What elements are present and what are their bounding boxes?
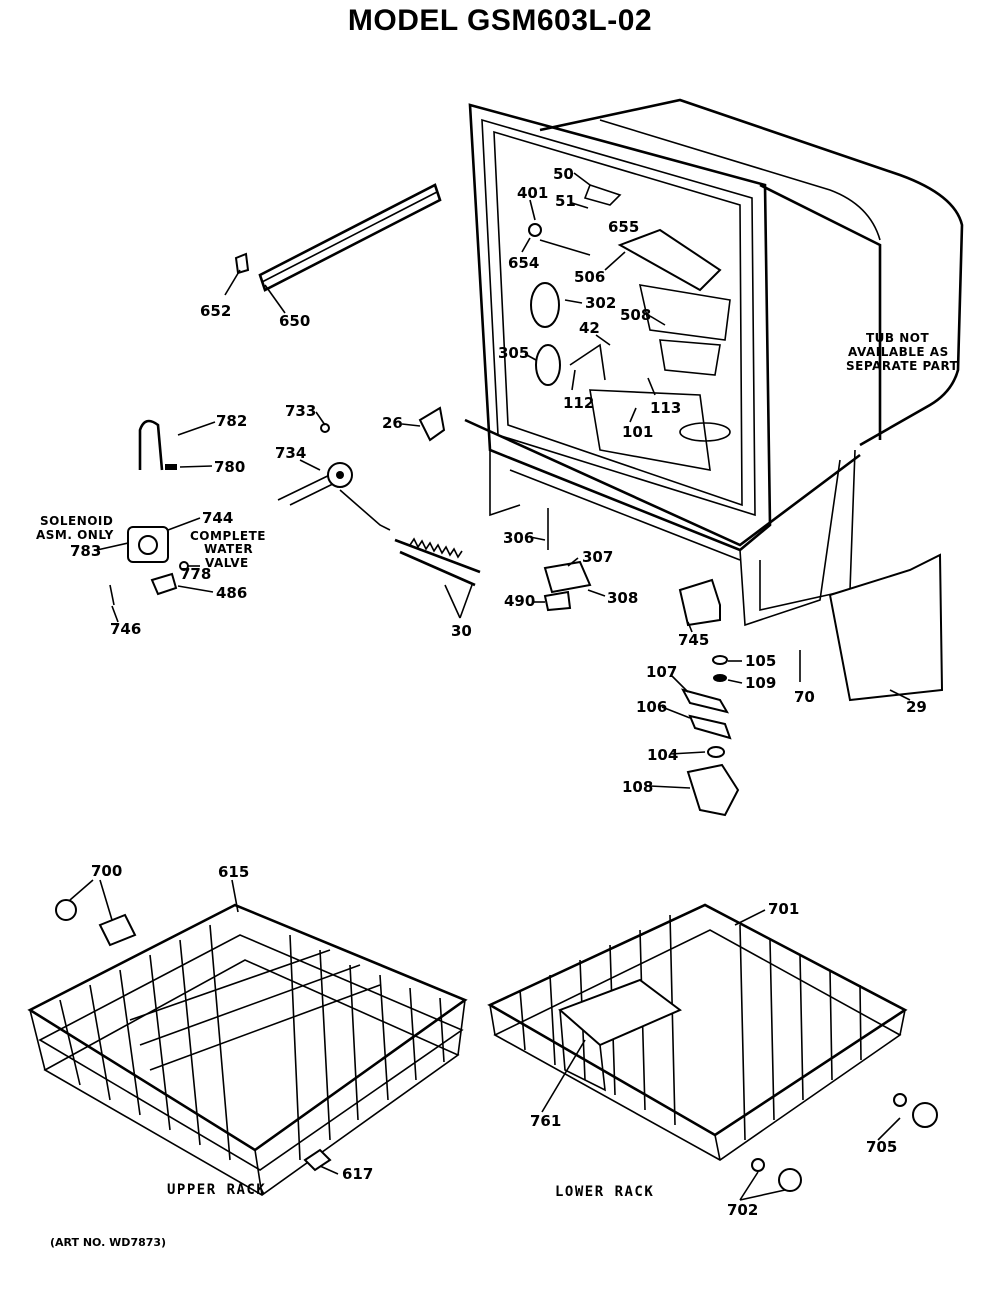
label-778: 778	[180, 565, 211, 583]
solenoid-note: SOLENOID ASM. ONLY	[36, 514, 114, 542]
label-652: 652	[200, 302, 231, 320]
label-307: 307	[582, 548, 613, 566]
solenoid-note-line2: ASM. ONLY	[36, 528, 114, 542]
panel-29	[828, 553, 944, 702]
label-51: 51	[555, 192, 576, 210]
label-733: 733	[285, 402, 316, 420]
label-42: 42	[579, 319, 600, 337]
label-701: 701	[768, 900, 799, 918]
tub-assembly	[464, 98, 964, 627]
label-109: 109	[745, 674, 776, 692]
label-702: 702	[727, 1201, 758, 1219]
label-302: 302	[585, 294, 616, 312]
plate-106	[688, 714, 732, 740]
rail-stop-652	[234, 252, 250, 275]
label-506: 506	[574, 268, 605, 286]
bracket-26	[418, 406, 446, 442]
upper-rack	[27, 899, 468, 1196]
door-springs-30	[394, 537, 481, 587]
rack-rail-650	[258, 183, 442, 292]
label-306: 306	[503, 529, 534, 547]
label-70: 70	[794, 688, 815, 706]
valve-note: COMPLETE WATER VALVE	[190, 529, 266, 570]
label-705: 705	[866, 1138, 897, 1156]
label-104: 104	[647, 746, 678, 764]
door-linkage-734	[277, 423, 391, 531]
solenoid-note-line1: SOLENOID	[40, 514, 113, 528]
label-655: 655	[608, 218, 639, 236]
fill-hose-782	[138, 419, 164, 471]
lower-rack	[487, 903, 938, 1192]
housing-108	[686, 763, 740, 817]
lower-rack-caption: LOWER RACK	[555, 1184, 654, 1200]
label-308: 308	[607, 589, 638, 607]
nut-104	[707, 746, 725, 758]
label-761: 761	[530, 1112, 561, 1130]
clamp-780	[165, 464, 177, 470]
label-30: 30	[451, 622, 472, 640]
label-783: 783	[70, 542, 101, 560]
leader-lines	[69, 172, 911, 1201]
label-107: 107	[646, 663, 677, 681]
label-26: 26	[382, 414, 403, 432]
label-746: 746	[110, 620, 141, 638]
label-106: 106	[636, 698, 667, 716]
label-113: 113	[650, 399, 681, 417]
label-782: 782	[216, 412, 247, 430]
water-valve-assembly	[109, 526, 189, 606]
label-105: 105	[745, 652, 776, 670]
art-number: (ART NO. WD7873)	[50, 1236, 167, 1249]
valve-note-line2: WATER	[204, 542, 253, 556]
label-112: 112	[563, 394, 594, 412]
valve-note-line1: COMPLETE	[190, 529, 266, 543]
label-101: 101	[622, 423, 653, 441]
model-title: MODEL GSM603L-02	[347, 4, 653, 37]
label-305: 305	[498, 344, 529, 362]
label-486: 486	[216, 584, 247, 602]
tub-note: TUB NOT AVAILABLE AS SEPARATE PART	[846, 331, 959, 373]
label-700: 700	[91, 862, 122, 880]
plate-107	[681, 688, 730, 714]
upper-rack-caption: UPPER RACK	[167, 1182, 266, 1198]
module-745	[678, 578, 721, 627]
label-508: 508	[620, 306, 651, 324]
label-29: 29	[906, 698, 927, 716]
label-654: 654	[508, 254, 539, 272]
part-labels: 50 51 401 655 654 506 302 508 42 305 112…	[70, 165, 927, 1219]
label-745: 745	[678, 631, 709, 649]
label-490: 490	[504, 592, 535, 610]
label-50: 50	[553, 165, 574, 183]
label-617: 617	[342, 1165, 373, 1183]
label-401: 401	[517, 184, 548, 202]
tub-note-line2: AVAILABLE AS	[848, 345, 949, 359]
tub-note-line3: SEPARATE PART	[846, 359, 959, 373]
washer-109	[713, 674, 727, 682]
label-780: 780	[214, 458, 245, 476]
label-650: 650	[279, 312, 310, 330]
washer-105	[712, 655, 728, 665]
tub-note-line1: TUB NOT	[866, 331, 929, 345]
valve-note-line3: VALVE	[205, 556, 249, 570]
part-490	[543, 590, 572, 612]
label-108: 108	[622, 778, 653, 796]
label-734: 734	[275, 444, 306, 462]
label-615: 615	[218, 863, 249, 881]
bracket-307	[543, 560, 592, 594]
label-744: 744	[202, 509, 233, 527]
